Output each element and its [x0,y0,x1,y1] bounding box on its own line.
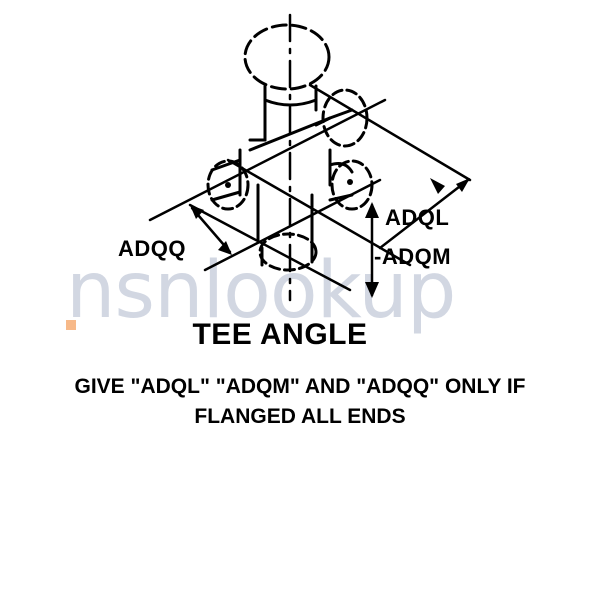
ext-line-2 [203,178,382,272]
body-right [310,148,332,247]
diagram-title: TEE ANGLE [192,318,368,351]
watermark-dot [66,320,76,330]
ext-line-back [308,83,472,182]
adql-dim-line [378,178,470,250]
adqm-arrow-top [365,202,379,218]
center-mark-right [347,179,353,185]
diagram-note: GIVE "ADQL" "ADQM" AND "ADQQ" ONLY IF FL… [74,375,526,428]
adqm-arrow-bottom [365,282,379,298]
adql-arrow-mid [430,178,445,194]
adqq-arrow-bottom [218,241,232,255]
adql-arrow-top [456,178,470,192]
center-mark-left [225,182,231,188]
ext-line-front [188,203,352,292]
body-top-edge [248,116,332,152]
body-left [238,148,260,242]
outlet-left [210,158,242,202]
ext-line-1 [148,98,387,222]
flange-left [206,159,250,211]
handwheel [243,23,331,91]
adqq-label: ADQQ [118,236,186,261]
adqq-arrow-top [190,205,204,219]
outlet-bottom [260,243,314,267]
adqm-label: -ADQM [374,244,452,269]
flange-bottom [258,232,318,272]
stem-collar [263,98,318,107]
adql-label: ADQL [385,205,450,230]
